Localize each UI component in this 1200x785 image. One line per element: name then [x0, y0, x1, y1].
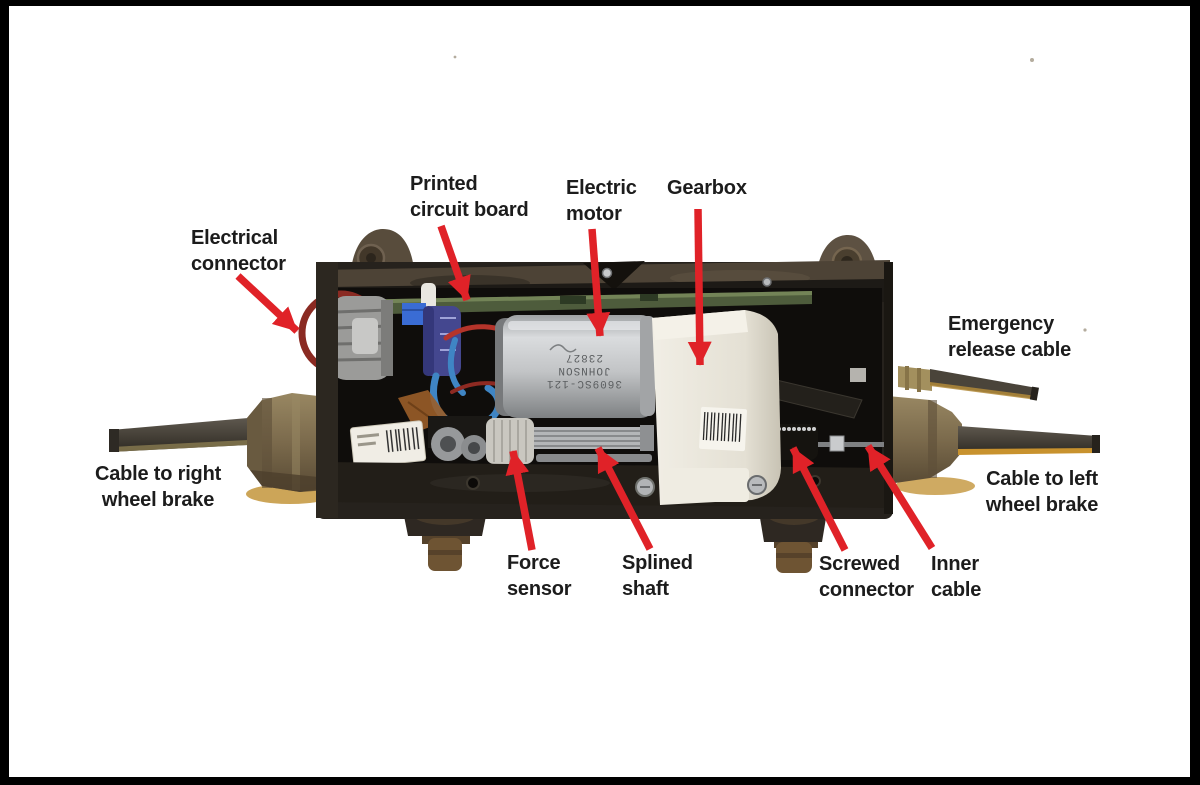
electric-motor-arrow [586, 228, 611, 337]
inner-cable-arrow [864, 444, 936, 550]
label-inner-cable: Inner cable [931, 553, 982, 601]
left-wheel-brake-cable [888, 396, 1100, 495]
label-electrical-connector: Electrical connector [191, 227, 286, 275]
screwed-connector-arrow [789, 446, 849, 552]
motor-marking-line2: JOHNSON [557, 364, 610, 376]
electric-motor-photo: 3609SC-121 JOHNSON 23827 [495, 315, 655, 418]
label-cable-to-right-wheel-brake: Cable to right wheel brake [94, 463, 222, 511]
annotation-arrows [235, 208, 936, 552]
label-gearbox: Gearbox [667, 177, 747, 199]
splined-shaft-arrow [594, 446, 654, 551]
background-specks [453, 55, 1087, 332]
label-printed-circuit-board: Printed circuit board [410, 173, 529, 221]
label-cable-to-left-wheel-brake: Cable to left wheel brake [985, 468, 1099, 516]
gearbox-photo [652, 310, 781, 505]
right-wheel-brake-cable [109, 393, 334, 504]
electrical-connector-arrow [235, 273, 300, 334]
label-splined-shaft: Splined shaft [622, 552, 693, 600]
label-emergency-release-cable: Emergency release cable [948, 313, 1072, 361]
gearbox-arrow [687, 208, 712, 366]
force-sensor-arrow [505, 450, 536, 551]
motor-marking-line1: 3609SC-121 [546, 377, 622, 389]
inner-cable-photo [818, 435, 888, 452]
printed-circuit-board-photo [342, 291, 812, 315]
label-screwed-connector: Screwed connector [819, 553, 914, 601]
motor-marking-line3: 23827 [565, 351, 603, 363]
printed-circuit-board-arrow [437, 224, 471, 302]
splined-shaft-photo [534, 425, 654, 462]
electrical-connector-photo [298, 290, 393, 380]
label-electric-motor: Electric motor [566, 177, 637, 225]
force-sensor-photo [349, 416, 534, 469]
label-force-sensor: Force sensor [507, 552, 572, 600]
emergency-release-cable-photo [898, 366, 1039, 401]
housing-walls [316, 262, 893, 518]
